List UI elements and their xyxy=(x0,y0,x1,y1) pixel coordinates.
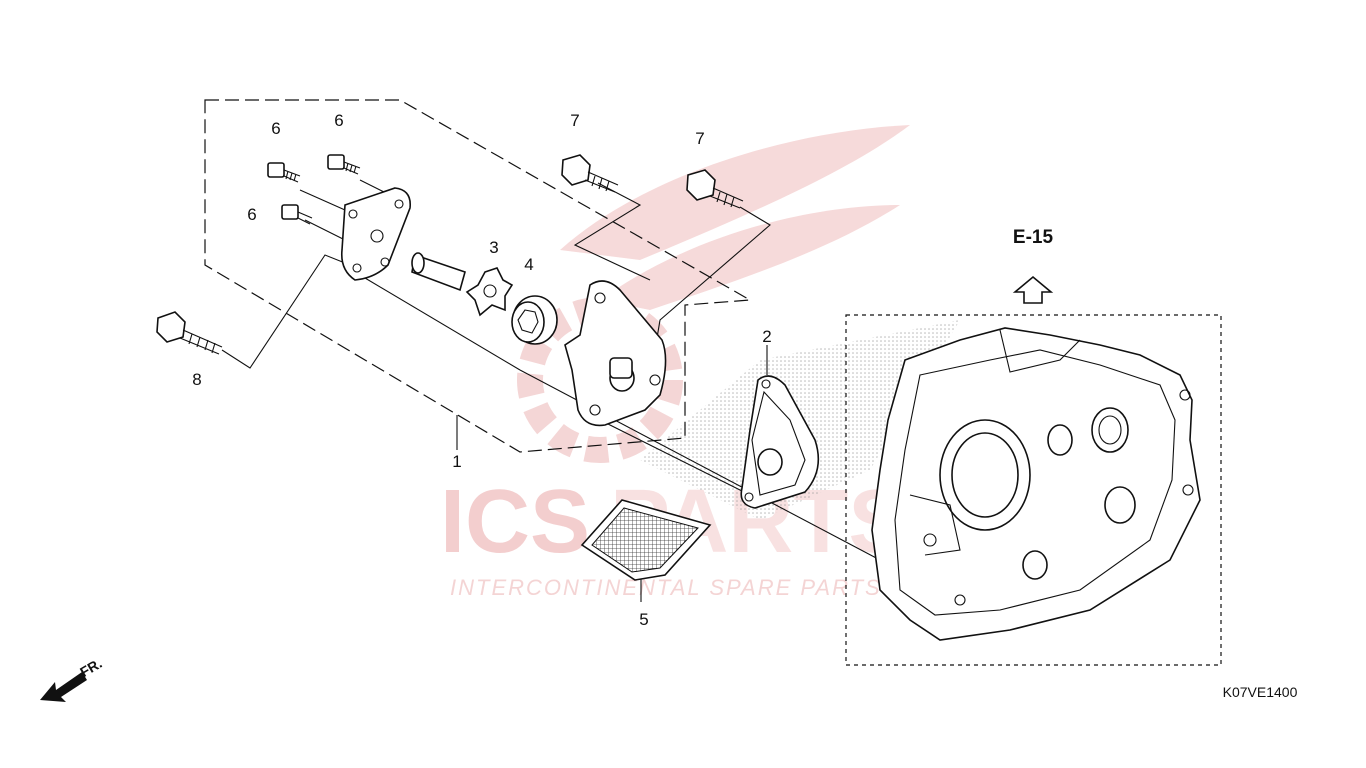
pump-body[interactable] xyxy=(564,280,667,427)
callout-3: 3 xyxy=(489,238,498,257)
strainer-screen-5[interactable] xyxy=(580,499,712,581)
bolt-6-a[interactable] xyxy=(267,162,301,183)
front-arrow-icon xyxy=(40,672,87,702)
leader-lines xyxy=(221,179,881,602)
gasket-2[interactable] xyxy=(740,375,820,509)
callout-8: 8 xyxy=(192,370,201,389)
callout-5: 5 xyxy=(639,610,648,629)
pump-cover[interactable] xyxy=(340,187,412,281)
callout-1: 1 xyxy=(452,452,461,471)
crankcase-reference-box xyxy=(845,314,1222,666)
pump-shaft[interactable] xyxy=(411,252,466,292)
bolt-6-c[interactable] xyxy=(281,204,313,225)
callout-7b: 7 xyxy=(695,129,704,148)
callout-6b: 6 xyxy=(334,111,343,130)
svg-text:ICS: ICS xyxy=(440,472,590,572)
callout-6a: 6 xyxy=(271,119,280,138)
inner-rotor-3[interactable] xyxy=(465,267,514,317)
bolt-6-b[interactable] xyxy=(327,154,361,175)
bolt-8[interactable] xyxy=(156,311,223,355)
diagram-code: K07VE1400 xyxy=(1223,684,1298,700)
assembly-boundary xyxy=(204,99,752,453)
callout-4: 4 xyxy=(524,255,533,274)
bolt-7-a[interactable] xyxy=(561,154,619,193)
callout-6c: 6 xyxy=(247,205,256,224)
up-arrow-icon xyxy=(1012,275,1054,304)
svg-text:INTERCONTINENTAL SPARE PARTS: INTERCONTINENTAL SPARE PARTS xyxy=(450,575,882,600)
outer-rotor-4[interactable] xyxy=(511,295,558,345)
crankcase xyxy=(871,327,1201,641)
reference-label[interactable]: E-15 xyxy=(1013,227,1054,248)
bolt-7-b[interactable] xyxy=(686,169,744,209)
callout-2: 2 xyxy=(762,327,771,346)
watermark-logo: ICS PARTS INTERCONTINENTAL SPARE PARTS xyxy=(440,125,910,600)
callout-7a: 7 xyxy=(570,111,579,130)
